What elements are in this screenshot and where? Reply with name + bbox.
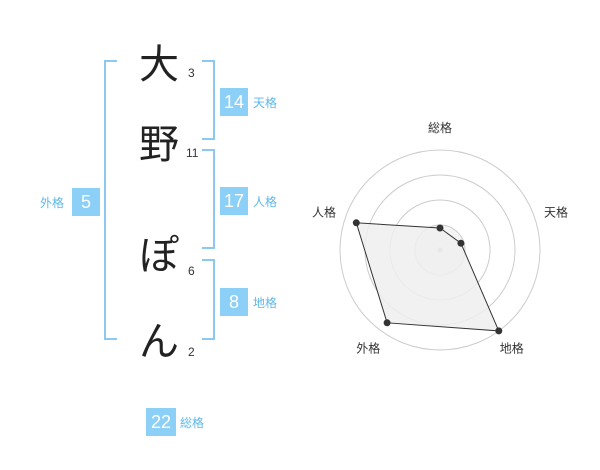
stroke-count-1: 3 xyxy=(188,66,195,80)
name-char-1: 大 xyxy=(139,42,179,88)
radar-point-5 xyxy=(352,219,360,227)
radar-axis-label-3: 地格 xyxy=(500,341,524,356)
radar-axis-label-4: 外格 xyxy=(356,341,380,356)
gaikaku-bracket xyxy=(104,60,117,340)
stroke-count-2: 11 xyxy=(186,146,199,160)
tenkaku-bracket xyxy=(202,60,215,140)
tenkaku-value: 14 xyxy=(220,88,248,116)
gaikaku-label: 外格 xyxy=(40,196,65,210)
soukaku-label: 総格 xyxy=(180,416,205,430)
radar-axis-label-1: 総格 xyxy=(428,120,452,135)
radar-grid-ring xyxy=(339,149,541,351)
radar-polygon xyxy=(355,222,500,332)
jinkaku-bracket xyxy=(202,149,215,249)
radar-axis-label-5: 人格 xyxy=(312,204,336,219)
stroke-count-3: 6 xyxy=(188,264,195,278)
radar-point-1 xyxy=(436,224,444,232)
name-char-2: 野 xyxy=(139,122,179,168)
stroke-count-4: 2 xyxy=(188,345,195,359)
name-char-4: ん xyxy=(139,319,179,365)
radar-axis-label-2: 天格 xyxy=(544,204,568,219)
chikaku-label: 地格 xyxy=(253,296,278,310)
chikaku-value: 8 xyxy=(220,288,248,316)
tenkaku-label: 天格 xyxy=(253,96,278,110)
soukaku-value: 22 xyxy=(146,408,176,436)
jinkaku-value: 17 xyxy=(220,187,248,215)
radar-point-4 xyxy=(383,319,391,327)
radar-point-3 xyxy=(495,327,503,335)
name-char-3: ぽ xyxy=(139,233,179,279)
gaikaku-value: 5 xyxy=(72,188,100,216)
jinkaku-label: 人格 xyxy=(253,195,278,209)
chikaku-bracket xyxy=(202,259,215,340)
radar-point-2 xyxy=(457,239,465,247)
